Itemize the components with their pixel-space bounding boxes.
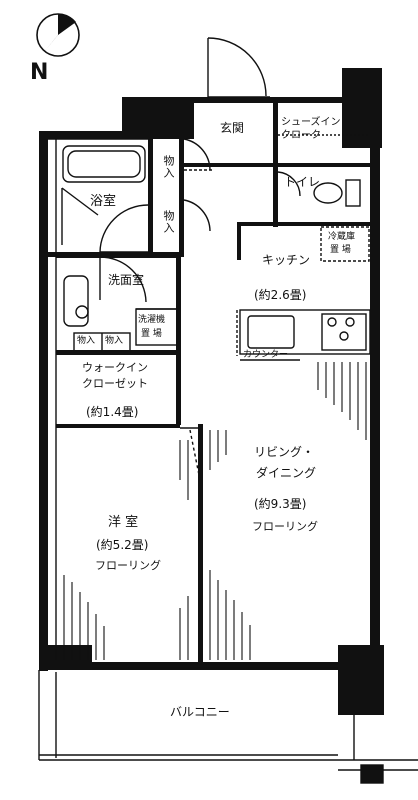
room-label-living-floor: フローリング	[252, 520, 318, 533]
floor-hatching	[63, 362, 367, 660]
room-label-living-size: (約9.3畳)	[254, 497, 307, 511]
room-label-shoes-1: シューズイン	[281, 117, 341, 128]
room-label-kitchen: キッチン	[262, 253, 311, 267]
room-label-walkin-2: クローゼット	[82, 377, 148, 390]
room-label-walkin-1: ウォークイン	[82, 361, 148, 374]
room-label-balcony: バルコニー	[170, 705, 230, 719]
compass-icon	[36, 13, 80, 57]
room-label-toilet: トイレ	[284, 175, 321, 189]
room-label-western: 洋 室	[108, 515, 139, 530]
room-label-fridge-2: 置 場	[330, 245, 351, 255]
outer-walls	[39, 68, 384, 715]
room-label-storage-2: 物入	[162, 210, 175, 234]
interior-walls	[48, 97, 370, 664]
north-label: N	[30, 60, 49, 85]
room-label-storage-3: 物入	[77, 336, 96, 346]
room-label-storage-1: 物入	[162, 155, 175, 179]
room-label-washroom: 洗面室	[108, 273, 145, 287]
room-label-living-1: リビング・	[254, 445, 315, 459]
room-label-storage-4: 物入	[105, 336, 124, 346]
room-label-western-floor: フローリング	[95, 559, 161, 572]
room-label-washer-1: 洗濯機	[138, 315, 166, 325]
room-label-living-2: ダイニング	[256, 466, 317, 480]
room-label-shoes-2: クローク	[281, 130, 321, 141]
room-label-fridge-1: 冷蔵庫	[328, 232, 356, 242]
fixtures	[38, 37, 418, 784]
room-label-kitchen-size: (約2.6畳)	[254, 288, 307, 302]
room-label-genkan: 玄関	[220, 121, 245, 135]
room-label-washer-2: 置 場	[141, 329, 162, 339]
room-label-western-size: (約5.2畳)	[96, 538, 149, 552]
room-label-walkin-size: (約1.4畳)	[86, 405, 139, 419]
room-label-bath: 浴室	[90, 194, 117, 209]
room-label-counter: カウンター	[243, 350, 289, 360]
